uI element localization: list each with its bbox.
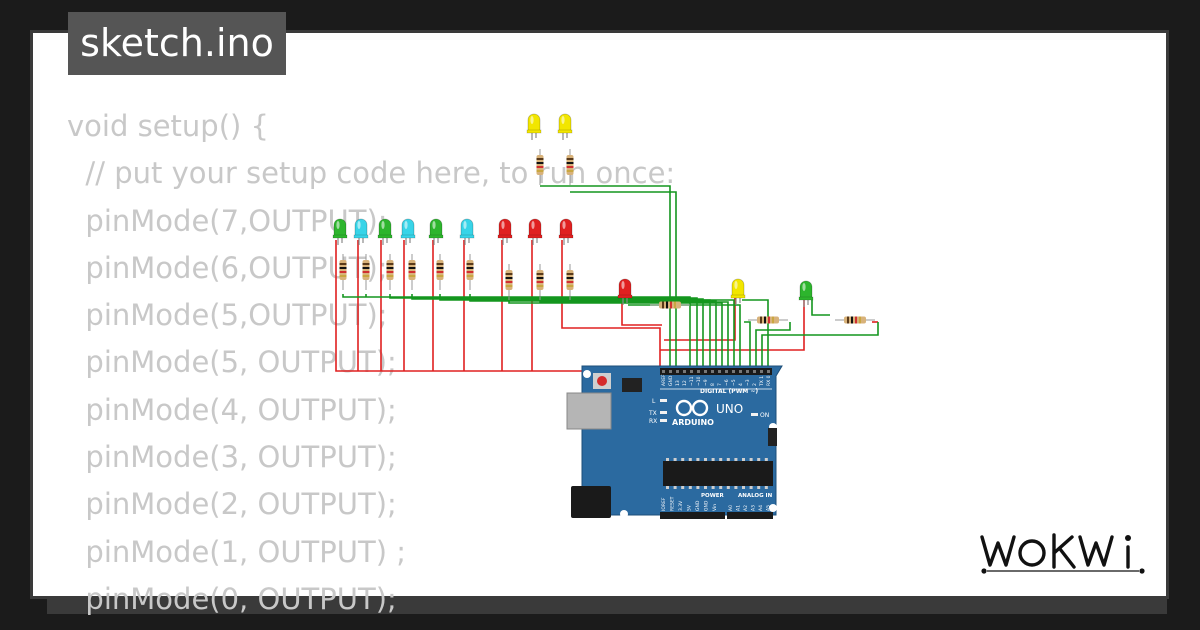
analog-pin-label: A0: [728, 505, 734, 511]
green-wires: [342, 185, 879, 371]
analog-pin-label: A2: [743, 505, 749, 511]
power-pin-label: Vin: [712, 504, 718, 511]
digital-pin-label: 12: [682, 380, 688, 386]
code-line: pinMode(0, OUTPUT);: [67, 581, 397, 616]
led-red[interactable]: [497, 218, 513, 245]
resistor[interactable]: [408, 254, 416, 290]
power-pin-label: IOREF: [661, 497, 667, 511]
resistor[interactable]: [362, 254, 370, 290]
led-green[interactable]: [428, 218, 444, 245]
digital-pin-label: ~5: [731, 379, 737, 386]
code-line: pinMode(1, OUTPUT) ;: [67, 534, 406, 569]
led-red[interactable]: [527, 218, 543, 245]
resistor[interactable]: [436, 254, 444, 290]
resistor[interactable]: [386, 254, 394, 290]
reset-button[interactable]: [597, 376, 607, 386]
code-line: // put your setup code here, to run once…: [67, 156, 676, 191]
led-tx-label: TX: [648, 410, 657, 417]
leds-layer: [332, 113, 814, 307]
led-rx-label: RX: [649, 418, 657, 425]
led-green[interactable]: [798, 280, 814, 307]
power-pin-label: 3.3V: [678, 500, 684, 511]
on-label: ON: [760, 412, 769, 419]
code-line: pinMode(4, OUTPUT);: [67, 392, 397, 427]
resistor[interactable]: [536, 149, 544, 185]
atmega-chip: [663, 461, 773, 486]
digital-pin-label: 2: [752, 383, 758, 386]
power-pin-label: GND: [695, 500, 701, 511]
digital-label: DIGITAL (PWM ~): [700, 388, 758, 395]
arduino-brand: ARDUINO: [672, 418, 714, 427]
digital-pin-label: 13: [675, 380, 681, 386]
power-pin-label: RESET: [670, 496, 676, 511]
power-label: POWER: [701, 493, 725, 499]
led-red[interactable]: [558, 218, 574, 245]
led-yellow[interactable]: [526, 113, 542, 140]
card-shadow: [47, 594, 1167, 614]
digital-pin-label: 8: [710, 383, 716, 386]
digital-pin-label: ~10: [696, 376, 702, 386]
power-jack: [571, 486, 611, 518]
led-yellow[interactable]: [557, 113, 573, 140]
icsp-header: [622, 378, 642, 392]
resistor[interactable]: [650, 301, 690, 309]
code-line: pinMode(5, OUTPUT);: [67, 345, 397, 380]
digital-pin-label: ~9: [703, 379, 709, 386]
resistor[interactable]: [536, 264, 544, 300]
digital-pin-label: TX 1: [759, 376, 765, 387]
led-cyan[interactable]: [353, 218, 369, 245]
code-line: pinMode(2, OUTPUT);: [67, 487, 397, 522]
arduino-logo: ARDUINO UNO: [672, 399, 743, 427]
led-green[interactable]: [332, 218, 348, 245]
resistor[interactable]: [339, 254, 347, 290]
resistor[interactable]: [566, 149, 574, 185]
power-pin-label: GND: [704, 500, 710, 511]
led-red[interactable]: [617, 278, 633, 305]
resistor[interactable]: [748, 316, 788, 324]
board-leds: L TX RX ON: [648, 398, 769, 425]
analog-pin-label: A4: [758, 505, 764, 511]
wokwi-logo: [980, 533, 1145, 574]
resistor[interactable]: [505, 264, 513, 300]
resistor[interactable]: [466, 254, 474, 290]
usb-port: [566, 392, 612, 430]
preview-card: void setup() { // put your setup code he…: [30, 30, 1169, 616]
led-cyan[interactable]: [400, 218, 416, 245]
led-l-label: L: [652, 398, 656, 405]
uno-label: UNO: [716, 402, 743, 416]
digital-pin-label: ~3: [745, 379, 751, 386]
code-line: pinMode(6,OUTPUT);: [67, 250, 388, 285]
code-line: pinMode(3, OUTPUT);: [67, 440, 397, 475]
led-yellow[interactable]: [730, 278, 746, 305]
code-line: pinMode(5,OUTPUT);: [67, 298, 388, 333]
analog-pin-label: A5: [766, 505, 772, 511]
digital-pin-label: 7: [717, 383, 723, 386]
resistor[interactable]: [566, 264, 574, 300]
code-line: void setup() {: [67, 109, 269, 143]
resistors-layer: [339, 149, 875, 324]
power-pin-label: 5V: [687, 504, 693, 511]
power-header: [660, 512, 725, 519]
digital-pin-label: RX 0: [766, 375, 772, 386]
led-cyan[interactable]: [459, 218, 475, 245]
digital-header: [660, 368, 772, 375]
analog-pin-label: A1: [736, 505, 742, 511]
analog-pin-label: A3: [751, 505, 757, 511]
file-tab[interactable]: sketch.ino: [68, 12, 286, 75]
analog-header: [727, 512, 773, 519]
digital-pin-label: ~11: [689, 376, 695, 386]
icsp2-header: [768, 428, 777, 446]
analog-label: ANALOG IN: [738, 493, 773, 499]
led-green[interactable]: [377, 218, 393, 245]
digital-pin-label: 4: [738, 383, 744, 386]
digital-pin-label: AREF: [661, 374, 667, 386]
resistor[interactable]: [835, 316, 875, 324]
digital-pin-label: GND: [668, 375, 674, 386]
digital-pin-label: ~6: [724, 379, 730, 386]
red-wires: [335, 240, 878, 372]
